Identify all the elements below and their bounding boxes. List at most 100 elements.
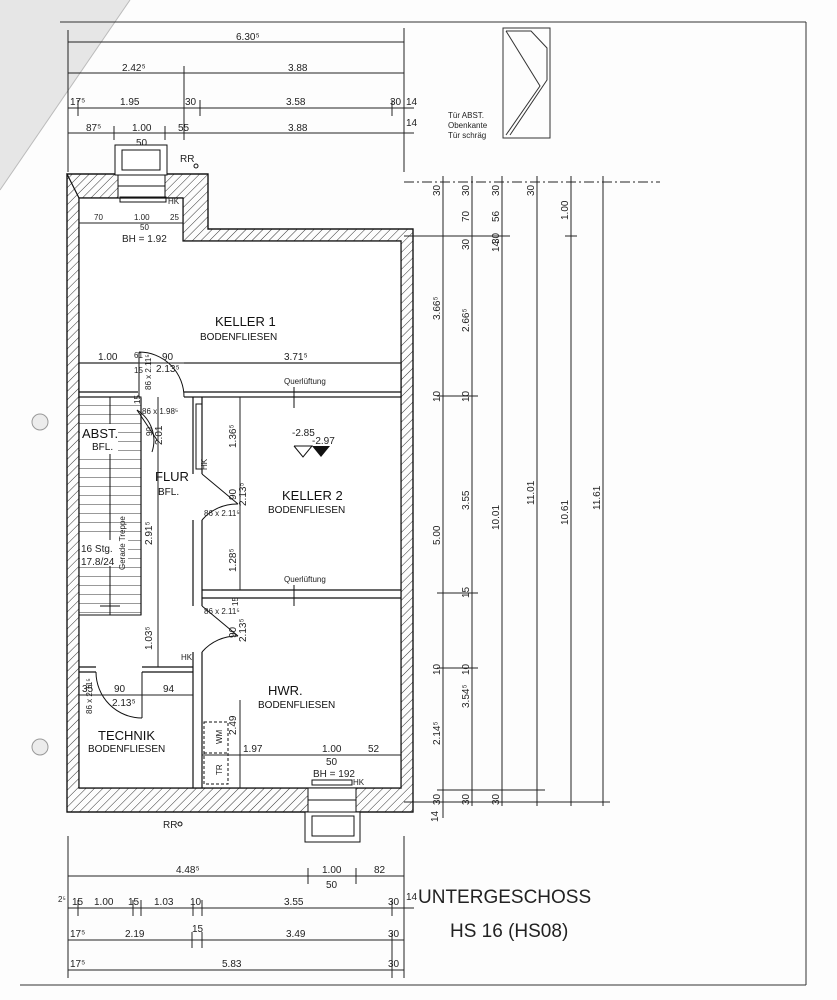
rr-bottom: RR	[163, 820, 177, 831]
dim-hwr-vert: 2.49	[228, 715, 239, 735]
dim-r3-5: 10.01	[491, 505, 502, 530]
stair-size: 17.8/24	[81, 557, 115, 568]
dim-bot-2-2: 15	[72, 897, 84, 908]
dim-hwr-sub: 50	[326, 757, 338, 768]
dim-r3-6: 30	[491, 793, 502, 805]
dim-win-top-2: 1.00	[134, 213, 150, 222]
room-abst-name: ABST.	[82, 426, 118, 441]
dim-r1-8: 14	[430, 810, 441, 822]
dim-r5-2: 10.61	[560, 500, 571, 525]
dim-r2-3: 30	[461, 238, 472, 250]
plan-subtitle: HS 16 (HS08)	[450, 921, 568, 942]
dim-r4-2: 11.01	[526, 480, 537, 505]
punch-hole-bottom	[31, 738, 49, 756]
door-abst-size: 86 x 1.98⁵	[142, 407, 178, 416]
dim-k1-2: 61	[134, 351, 143, 360]
dim-bot-1-1: 4.48⁵	[176, 865, 200, 876]
dim-r2-4: 2.66⁵	[461, 308, 472, 332]
dim-r5-1: 1.00	[560, 200, 571, 220]
dim-bot-3-4: 3.49	[286, 929, 306, 940]
window-note-2: Obenkante	[448, 121, 488, 130]
hk-flur: HK	[181, 653, 193, 662]
door-gap-hwr	[192, 606, 204, 652]
dim-top-2-1: 2.42⁵	[122, 63, 146, 74]
dim-bot-2-1: 2⁵	[58, 895, 66, 904]
door-k1-15: 15	[134, 366, 143, 375]
room-flur-name: FLUR	[155, 469, 189, 484]
dim-hwr-3: 52	[368, 744, 380, 755]
dim-top-4-1: 87⁵	[86, 123, 101, 134]
room-abst-floor: BFL.	[92, 442, 113, 453]
dim-top-3-6: 14	[406, 97, 418, 108]
room-technik-name: TECHNIK	[98, 728, 155, 743]
dim-bot-2-7: 3.55	[284, 897, 304, 908]
dim-bot-3-3: 15	[192, 924, 204, 935]
dim-bot-1-2: 1.00	[322, 865, 342, 876]
dim-r2-8: 10	[461, 663, 472, 675]
dim-k2-vert-2: 1.28⁵	[228, 548, 239, 572]
window-note-3: Tür schräg	[448, 131, 486, 140]
door-abst-15: 15	[133, 395, 142, 404]
window-elevation	[502, 27, 551, 139]
dim-hwr-2: 1.00	[322, 744, 342, 755]
plan-title: UNTERGESCHOSS	[418, 887, 591, 908]
door-gap-technik	[96, 665, 142, 674]
door-tech-height: 2.13⁵	[112, 698, 136, 709]
stair-label-bg	[80, 540, 128, 566]
dim-r6-1: 11.61	[592, 485, 603, 510]
room-keller1-floor: BODENFLIESEN	[200, 332, 277, 343]
dim-top-3-2: 1.95	[120, 97, 140, 108]
dim-win-top-sub: 50	[140, 223, 149, 232]
door-tech-35: 35	[82, 684, 94, 695]
dim-r1-2: 3.66⁵	[432, 296, 443, 320]
window-note-1: Tür ABST.	[448, 111, 484, 120]
dim-r2-2: 70	[461, 210, 472, 222]
door-gap-keller1	[138, 362, 184, 398]
dim-r2-9: 3.54⁵	[461, 684, 472, 708]
door-k2-size: 86 x 2.11⁵	[204, 509, 240, 518]
dim-bot-1-sub: 50	[326, 880, 338, 891]
bh-top: BH = 1.92	[122, 234, 167, 245]
dim-top-4-3: 55	[178, 123, 190, 134]
door-hwr-15: 15	[231, 597, 240, 606]
punch-hole-top	[31, 413, 49, 431]
dim-bot-3-1: 17⁵	[70, 929, 85, 940]
door-abst-width: 90	[145, 427, 154, 436]
dim-bot-4-2: 5.83	[222, 959, 242, 970]
dim-r1-1: 30	[432, 184, 443, 196]
door-k2-width: 90	[228, 488, 239, 500]
querlueftung-1: Querlüftung	[284, 377, 326, 386]
dim-r2-1: 30	[461, 184, 472, 196]
dim-bot-4-1: 17⁵	[70, 959, 85, 970]
dim-k1-1: 1.00	[98, 352, 118, 363]
room-keller1-name: KELLER 1	[215, 314, 276, 329]
dim-r2-6: 3.55	[461, 490, 472, 510]
dim-top-4-sub: 50	[136, 138, 148, 149]
dim-top-3-3: 30	[185, 97, 197, 108]
dim-top-overall: 6.30⁵	[236, 32, 260, 43]
level-marker-open	[293, 445, 314, 458]
level-marker-filled	[312, 446, 330, 457]
dim-r3-1: 30	[491, 184, 502, 196]
dim-r1-7: 30	[432, 793, 443, 805]
dim-top-2-2: 3.88	[288, 63, 308, 74]
room-flur-floor: BFL.	[158, 487, 179, 498]
room-hwr-name: HWR.	[268, 683, 303, 698]
dim-top-4-5: 14	[406, 118, 418, 129]
door-tech-94: 94	[163, 684, 175, 695]
rr-top: RR	[180, 154, 194, 165]
dim-top-4-2: 1.00	[132, 123, 152, 134]
dim-r1-4: 5.00	[432, 525, 443, 545]
top-dimension-lines	[67, 28, 414, 172]
dim-bot-2-9: 14	[406, 892, 418, 903]
dim-bot-3-2: 2.19	[125, 929, 145, 940]
dim-r1-6: 2.14⁵	[432, 721, 443, 745]
dim-r4-1: 30	[526, 184, 537, 196]
dim-top-3-4: 3.58	[286, 97, 306, 108]
door-hwr-height: 2.13⁵	[238, 618, 249, 642]
hk-keller2: HK	[200, 458, 209, 470]
lightwell-bottom	[304, 811, 361, 843]
dim-top-4-4: 3.88	[288, 123, 308, 134]
querlueftung-2: Querlüftung	[284, 575, 326, 584]
dim-top-3-5: 30	[390, 97, 402, 108]
